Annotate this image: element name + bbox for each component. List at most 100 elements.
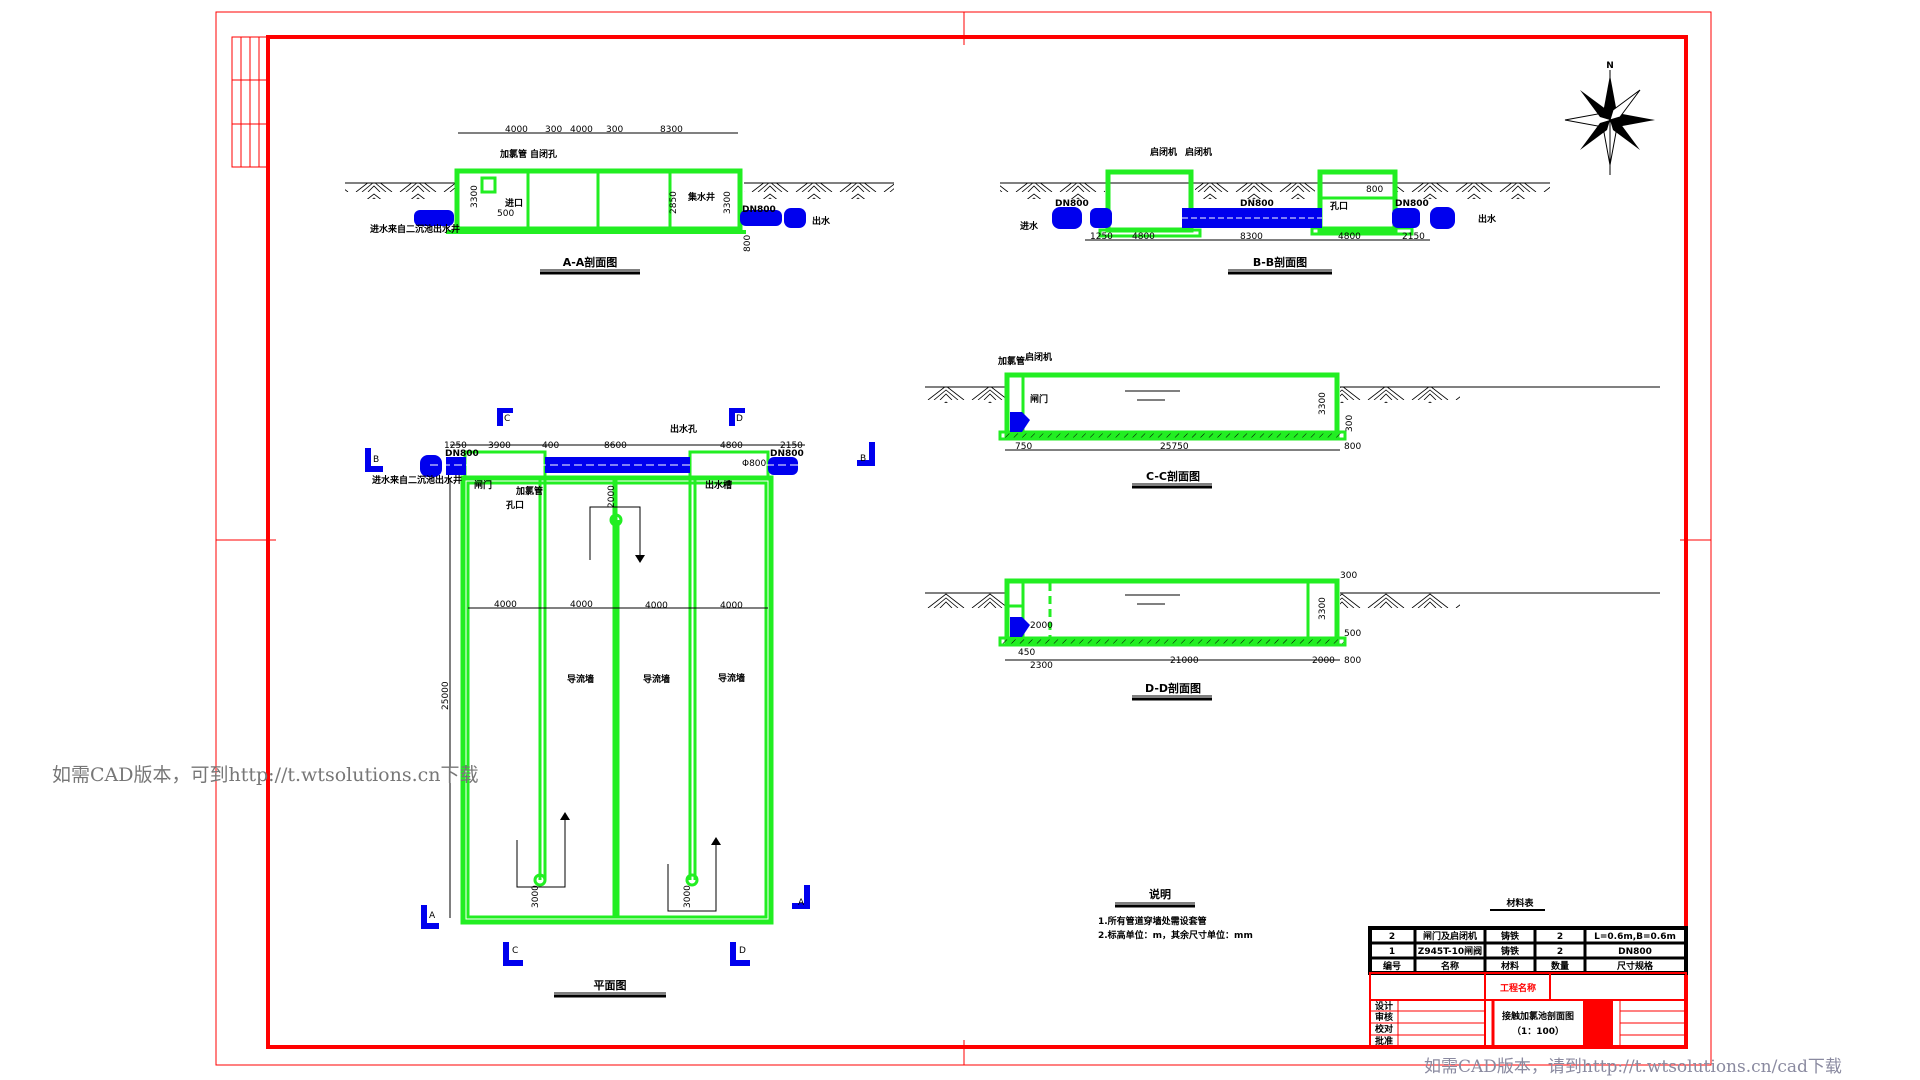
plan-view: 1250 3900 400 8600 4800 2150 4000 4000 4… bbox=[365, 408, 875, 998]
dim-label: 400 bbox=[542, 441, 559, 451]
dim-label: 3900 bbox=[488, 441, 511, 451]
dim-label: 25750 bbox=[1160, 442, 1189, 452]
svg-text:A: A bbox=[798, 898, 805, 908]
svg-text:导流墙: 导流墙 bbox=[567, 673, 594, 685]
svg-text:进水来自二沉池出水井: 进水来自二沉池出水井 bbox=[372, 474, 462, 486]
dim-label: 800 bbox=[1344, 656, 1361, 666]
svg-text:启闭机: 启闭机 bbox=[1025, 351, 1052, 363]
svg-text:材料: 材料 bbox=[1500, 960, 1519, 972]
svg-text:名称: 名称 bbox=[1441, 960, 1459, 972]
dim-label: 300 bbox=[545, 125, 562, 135]
svg-text:进水: 进水 bbox=[1020, 220, 1039, 232]
svg-text:加氯管: 加氯管 bbox=[515, 485, 543, 497]
section-title: D-D剖面图 bbox=[1145, 681, 1201, 695]
section-dd: 450 2300 21000 2000 800 3300 300 500 200… bbox=[925, 571, 1660, 701]
section-title: C-C剖面图 bbox=[1146, 469, 1200, 483]
dim-label: 300 bbox=[1345, 415, 1355, 432]
svg-text:2: 2 bbox=[1557, 932, 1563, 942]
svg-text:DN800: DN800 bbox=[1618, 947, 1652, 957]
section-marker-icon: A A B B C C D D bbox=[365, 408, 875, 966]
svg-text:启闭机: 启闭机 bbox=[1185, 146, 1212, 158]
dim-label: 450 bbox=[1018, 648, 1035, 658]
table-row: 1 Z945T-10闸阀 铸铁 2 DN800 bbox=[1389, 945, 1652, 957]
notes: 说明 1.所有管道穿墙处需设套管 2.标高单位：m，其余尺寸单位：mm bbox=[1098, 887, 1253, 941]
dim-label: 2150 bbox=[780, 441, 803, 451]
svg-text:出水槽: 出水槽 bbox=[705, 479, 732, 491]
dim-label: 4800 bbox=[1338, 232, 1361, 242]
svg-text:批准: 批准 bbox=[1375, 1035, 1393, 1047]
svg-text:设计: 设计 bbox=[1375, 1000, 1393, 1012]
svg-text:Z945T-10闸阀: Z945T-10闸阀 bbox=[1418, 945, 1482, 957]
dim-label: 1250 bbox=[1090, 232, 1113, 242]
section-title: A-A剖面图 bbox=[563, 255, 618, 269]
dim-label: 2000 bbox=[1312, 656, 1335, 666]
svg-text:DN800: DN800 bbox=[770, 449, 804, 459]
dim-label: 4800 bbox=[720, 441, 743, 451]
svg-text:导流墙: 导流墙 bbox=[718, 672, 745, 684]
dim-label: 25000 bbox=[441, 681, 451, 710]
svg-text:审核: 审核 bbox=[1375, 1011, 1393, 1023]
svg-text:DN800: DN800 bbox=[445, 449, 479, 459]
dim-label: 800 bbox=[743, 235, 753, 252]
dim-label: 500 bbox=[497, 209, 514, 219]
materials-table: 材料表 2 闸门及启闭机 铸铁 2 L=0.6m,B=0.6m 1 Z945T-… bbox=[1368, 897, 1688, 975]
svg-text:校对: 校对 bbox=[1375, 1023, 1393, 1035]
dim-label: 4800 bbox=[1132, 232, 1155, 242]
dim-label: 2300 bbox=[1030, 661, 1053, 671]
svg-text:说明: 说明 bbox=[1149, 887, 1171, 901]
svg-text:铸铁: 铸铁 bbox=[1501, 945, 1519, 957]
svg-text:2: 2 bbox=[1557, 947, 1563, 957]
svg-text:出水: 出水 bbox=[812, 215, 831, 227]
table-header: 编号 名称 材料 数量 尺寸规格 bbox=[1383, 960, 1654, 972]
svg-text:DN800: DN800 bbox=[1395, 199, 1429, 209]
dim-label: 4000 bbox=[645, 601, 668, 611]
dim-label: 4000 bbox=[505, 125, 528, 135]
svg-text:1.所有管道穿墙处需设套管: 1.所有管道穿墙处需设套管 bbox=[1098, 915, 1207, 927]
svg-text:DN800: DN800 bbox=[1240, 199, 1274, 209]
dim-label: 8600 bbox=[604, 441, 627, 451]
drawing-title: 接触加氯池剖面图 bbox=[1502, 1010, 1574, 1022]
dim-label: 8300 bbox=[1240, 232, 1263, 242]
dim-label: 3300 bbox=[470, 185, 480, 208]
svg-text:加氯管: 加氯管 bbox=[499, 148, 527, 160]
dim-label: 4000 bbox=[494, 600, 517, 610]
section-aa: 4000 300 4000 300 8300 3300 2850 3300 80… bbox=[345, 125, 894, 275]
dim-label: 2850 bbox=[669, 191, 679, 214]
dim-label: 3300 bbox=[1318, 597, 1328, 620]
dim-label: 21000 bbox=[1170, 656, 1199, 666]
svg-text:进水来自二沉池出水井: 进水来自二沉池出水井 bbox=[370, 223, 460, 235]
dim-label: 800 bbox=[1344, 442, 1361, 452]
svg-text:导流墙: 导流墙 bbox=[643, 673, 670, 685]
dim-label: 2000 bbox=[1030, 621, 1053, 631]
svg-text:铸铁: 铸铁 bbox=[1501, 930, 1519, 942]
north-arrow-icon: N bbox=[1564, 61, 1655, 175]
project-name-label: 工程名称 bbox=[1500, 982, 1536, 994]
dim-label: Φ800 bbox=[742, 459, 767, 469]
svg-text:C: C bbox=[512, 946, 518, 956]
svg-text:加氯管: 加氯管 bbox=[997, 355, 1025, 367]
dim-label: 500 bbox=[1344, 629, 1361, 639]
table-row: 2 闸门及启闭机 铸铁 2 L=0.6m,B=0.6m bbox=[1389, 930, 1676, 942]
svg-text:出水孔: 出水孔 bbox=[670, 423, 697, 435]
section-cc: 750 25750 800 3300 300 加氯管 启闭机 闸门 C-C剖面图 bbox=[925, 351, 1660, 489]
svg-text:C: C bbox=[504, 414, 510, 424]
svg-text:编号: 编号 bbox=[1383, 960, 1401, 972]
svg-text:闸门及启闭机: 闸门及启闭机 bbox=[1423, 930, 1477, 942]
drawing-scale: （1：100） bbox=[1512, 1026, 1564, 1037]
svg-text:D: D bbox=[739, 946, 746, 956]
dim-label: 300 bbox=[606, 125, 623, 135]
svg-text:DN800: DN800 bbox=[1055, 199, 1089, 209]
svg-text:尺寸规格: 尺寸规格 bbox=[1617, 960, 1654, 972]
left-signature-strip bbox=[231, 36, 269, 168]
dim-label: 4000 bbox=[720, 601, 743, 611]
dim-label: 800 bbox=[1366, 185, 1383, 195]
dim-label: 2000 bbox=[607, 485, 617, 508]
svg-text:2: 2 bbox=[1389, 932, 1395, 942]
svg-text:进口: 进口 bbox=[505, 197, 523, 209]
svg-text:集水井: 集水井 bbox=[687, 191, 715, 203]
section-title: 平面图 bbox=[594, 979, 627, 992]
svg-text:启闭机: 启闭机 bbox=[1150, 146, 1177, 158]
dim-label: 3300 bbox=[723, 191, 733, 214]
dim-label: 750 bbox=[1015, 442, 1032, 452]
